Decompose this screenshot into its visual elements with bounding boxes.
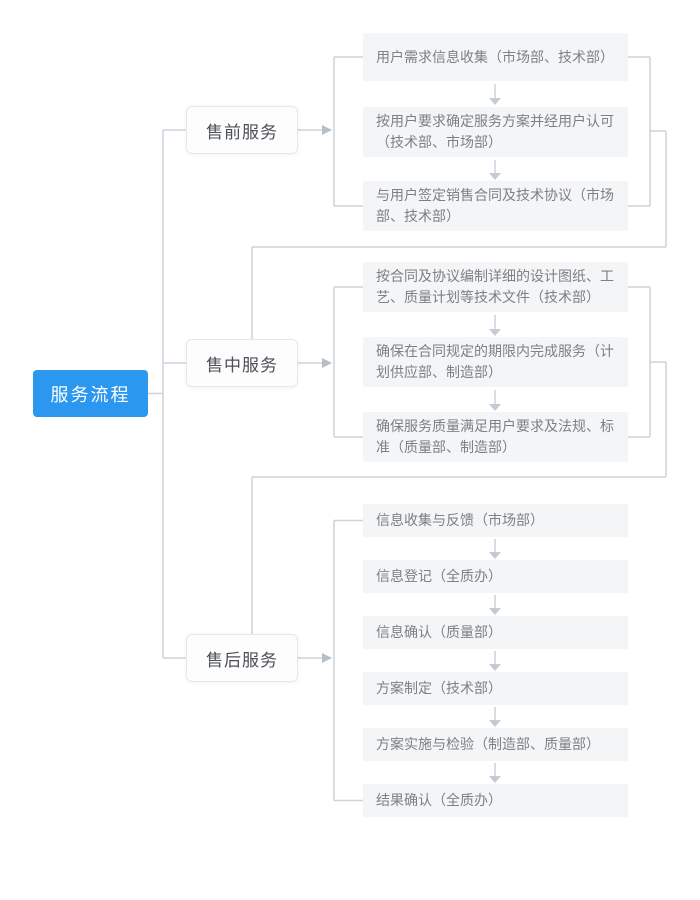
step-box[interactable]: 方案制定（技术部） <box>363 672 628 705</box>
step-box[interactable]: 方案实施与检验（制造部、质量部） <box>363 728 628 761</box>
step-box[interactable]: 信息确认（质量部） <box>363 616 628 649</box>
step-box[interactable]: 信息收集与反馈（市场部） <box>363 504 628 537</box>
branch-arrow-presales <box>298 125 332 135</box>
root-tree-connector <box>148 129 186 659</box>
branch-arrow-aftersales <box>298 653 332 663</box>
branch-node-midsales[interactable]: 售中服务 <box>186 339 298 387</box>
branch-node-presales[interactable]: 售前服务 <box>186 106 298 154</box>
step-box[interactable]: 按用户要求确定服务方案并经用户认可（技术部、市场部） <box>363 107 628 157</box>
step-box[interactable]: 与用户签定销售合同及技术协议（市场部、技术部） <box>363 181 628 231</box>
step-bracket-presales <box>333 56 363 207</box>
step-box[interactable]: 用户需求信息收集（市场部、技术部） <box>363 33 628 81</box>
step-box[interactable]: 确保服务质量满足用户要求及法规、标准（质量部、制造部） <box>363 412 628 462</box>
branch-node-aftersales[interactable]: 售后服务 <box>186 634 298 682</box>
step-box[interactable]: 结果确认（全质办） <box>363 784 628 817</box>
step-box[interactable]: 确保在合同规定的期限内完成服务（计划供应部、制造部） <box>363 337 628 387</box>
root-node-service-process[interactable]: 服务流程 <box>33 370 148 417</box>
branch-arrow-midsales <box>298 358 332 368</box>
step-box[interactable]: 信息登记（全质办） <box>363 560 628 593</box>
step-box[interactable]: 按合同及协议编制详细的设计图纸、工艺、质量计划等技术文件（技术部） <box>363 262 628 312</box>
step-bracket-aftersales <box>333 519 363 802</box>
step-bracket-midsales <box>333 286 363 438</box>
